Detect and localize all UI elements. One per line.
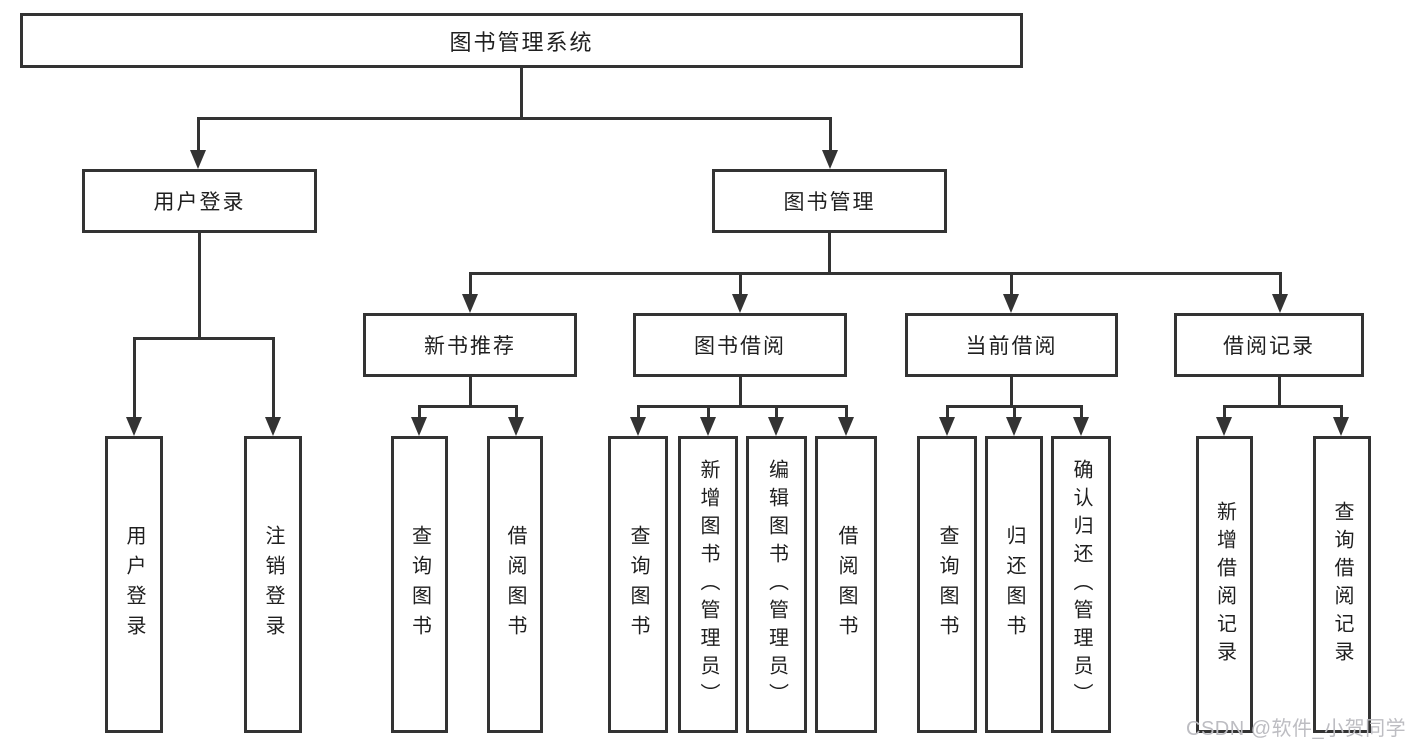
leaf-return-book-label: 归还图书: [1003, 524, 1025, 645]
node-book-management-label: 图书管理: [783, 191, 876, 214]
arrowhead-down-icon: [411, 417, 427, 436]
connector-line: [1010, 272, 1013, 296]
node-library-system-label: 图书管理系统: [449, 29, 594, 55]
node-book-borrow: 图书借阅: [633, 313, 847, 377]
connector-line: [133, 337, 275, 340]
connector-line: [946, 405, 949, 419]
node-borrow-records: 借阅记录: [1174, 313, 1364, 377]
leaf-edit-book-admin-label: 编辑图书（管理员）: [765, 458, 788, 711]
connector-line: [272, 337, 275, 419]
arrowhead-down-icon: [838, 417, 854, 436]
arrowhead-down-icon: [939, 417, 955, 436]
connector-line: [637, 405, 640, 419]
node-current-borrow: 当前借阅: [905, 313, 1118, 377]
connector-line: [739, 272, 742, 296]
node-library-system: 图书管理系统: [20, 13, 1023, 68]
leaf-add-borrow-record: 新增借阅记录: [1196, 436, 1253, 733]
arrowhead-down-icon: [1333, 417, 1349, 436]
connector-line: [1080, 405, 1083, 419]
arrowhead-down-icon: [630, 417, 646, 436]
connector-line: [197, 117, 200, 153]
arrowhead-down-icon: [1216, 417, 1232, 436]
connector-line: [1340, 405, 1343, 419]
connector-line: [1278, 377, 1281, 407]
leaf-recommend-borrow-book: 借阅图书: [487, 436, 543, 733]
connector-line: [637, 405, 847, 408]
connector-line: [1013, 405, 1016, 419]
connector-line: [707, 405, 710, 419]
node-book-management: 图书管理: [712, 169, 947, 233]
connector-line: [1279, 272, 1282, 296]
connector-line: [197, 117, 832, 120]
connector-line: [418, 405, 421, 419]
leaf-current-query-book: 查询图书: [917, 436, 977, 733]
arrowhead-down-icon: [1003, 294, 1019, 313]
arrowhead-down-icon: [1272, 294, 1288, 313]
arrowhead-down-icon: [1006, 417, 1022, 436]
node-current-borrow-label: 当前借阅: [965, 335, 1058, 358]
node-user-login-label: 用户登录: [153, 191, 246, 214]
connector-line: [520, 68, 523, 117]
connector-line: [515, 405, 518, 419]
csdn-watermark: CSDN @软件_小贺同学: [1186, 718, 1405, 740]
arrowhead-down-icon: [700, 417, 716, 436]
leaf-borrow-book-label: 借阅图书: [835, 524, 857, 645]
arrowhead-down-icon: [822, 150, 838, 169]
leaf-query-borrow-record: 查询借阅记录: [1313, 436, 1371, 733]
leaf-logout: 注销登录: [244, 436, 302, 733]
connector-line: [828, 233, 831, 275]
arrowhead-down-icon: [126, 417, 142, 436]
connector-line: [739, 377, 742, 407]
connector-line: [469, 272, 1281, 275]
leaf-user-login-label: 用户登录: [123, 524, 145, 645]
leaf-user-login: 用户登录: [105, 436, 163, 733]
leaf-borrow-query-book: 查询图书: [608, 436, 668, 733]
leaf-current-query-book-label: 查询图书: [936, 524, 958, 645]
leaf-edit-book-admin: 编辑图书（管理员）: [746, 436, 807, 733]
node-user-login: 用户登录: [82, 169, 317, 233]
leaf-add-book-admin-label: 新增图书（管理员）: [697, 458, 719, 711]
arrowhead-down-icon: [508, 417, 524, 436]
connector-line: [133, 337, 136, 419]
arrowhead-down-icon: [1073, 417, 1089, 436]
leaf-return-book: 归还图书: [985, 436, 1043, 733]
leaf-confirm-return-admin: 确认归还（管理员）: [1051, 436, 1111, 733]
leaf-query-borrow-record-label: 查询借阅记录: [1331, 500, 1353, 669]
connector-line: [775, 405, 778, 419]
leaf-add-book-admin: 新增图书（管理员）: [678, 436, 738, 733]
connector-line: [469, 272, 472, 296]
arrowhead-down-icon: [768, 417, 784, 436]
arrowhead-down-icon: [462, 294, 478, 313]
connector-line: [469, 377, 472, 407]
connector-line: [1010, 377, 1013, 407]
connector-line: [845, 405, 848, 419]
connector-line: [198, 233, 201, 337]
arrowhead-down-icon: [732, 294, 748, 313]
leaf-recommend-query-book: 查询图书: [391, 436, 448, 733]
node-book-borrow-label: 图书借阅: [694, 335, 786, 358]
node-new-book-recommend-label: 新书推荐: [424, 335, 516, 358]
connector-line: [829, 117, 832, 153]
leaf-logout-label: 注销登录: [262, 524, 284, 645]
leaf-recommend-query-book-label: 查询图书: [408, 524, 431, 645]
node-new-book-recommend: 新书推荐: [363, 313, 577, 377]
leaf-recommend-borrow-book-label: 借阅图书: [504, 524, 526, 645]
arrowhead-down-icon: [265, 417, 281, 436]
leaf-add-borrow-record-label: 新增借阅记录: [1213, 500, 1236, 669]
leaf-confirm-return-admin-label: 确认归还（管理员）: [1070, 458, 1092, 711]
arrowhead-down-icon: [190, 150, 206, 169]
connector-line: [1223, 405, 1226, 419]
node-borrow-records-label: 借阅记录: [1223, 335, 1315, 358]
leaf-borrow-query-book-label: 查询图书: [627, 524, 649, 645]
connector-line: [1223, 405, 1343, 408]
leaf-borrow-book: 借阅图书: [815, 436, 877, 733]
connector-line: [418, 405, 518, 408]
